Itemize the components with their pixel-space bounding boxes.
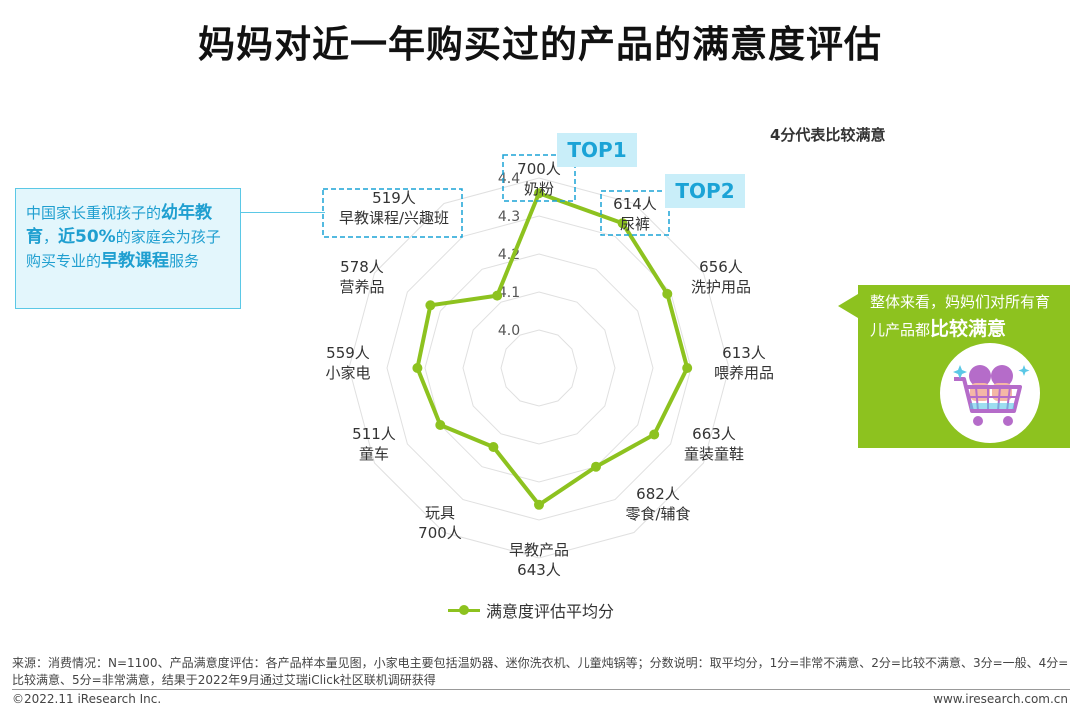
tick-label: 4.3 <box>498 209 520 225</box>
category-name: 童车 <box>359 445 389 463</box>
callout-connector <box>241 212 325 213</box>
highlight-box-top1 <box>502 154 576 202</box>
radar-chart: 4.04.14.24.34.4700人奶粉614人尿裤656人洗护用品613人喂… <box>322 133 774 579</box>
category-count: 559人 <box>326 344 370 362</box>
category-name: 早教产品 <box>509 541 569 559</box>
data-point <box>617 218 628 229</box>
footer-divider <box>12 689 1070 690</box>
category-count: 511人 <box>352 425 396 443</box>
category-count: 682人 <box>636 485 680 503</box>
data-point <box>591 461 601 472</box>
overall-satisfaction-callout: 整体来看，妈妈们对所有育儿产品都比较满意 <box>858 285 1070 448</box>
data-point <box>425 300 436 311</box>
top1-badge-label: TOP1 <box>567 138 626 162</box>
highlight-box-early-education <box>322 188 463 238</box>
copyright: ©2022.11 iResearch Inc. <box>12 692 162 706</box>
category-name: 洗护用品 <box>691 278 751 296</box>
tick-label: 4.0 <box>498 323 520 339</box>
category-name: 小家电 <box>325 364 370 382</box>
data-point <box>662 288 673 299</box>
grid-ring <box>348 177 730 559</box>
top1-badge <box>557 133 637 167</box>
top2-badge-label: TOP2 <box>675 179 734 203</box>
grid-ring <box>462 291 616 445</box>
category-count: 614人 <box>613 195 657 213</box>
scale-note: 4分代表比较满意 <box>770 126 886 144</box>
data-point <box>682 363 693 373</box>
category-count: 643人 <box>517 561 561 579</box>
category-count: 700人 <box>418 524 462 542</box>
category-count: 519人 <box>372 189 416 207</box>
data-point <box>492 290 503 301</box>
data-point <box>412 363 423 373</box>
data-point <box>534 188 544 199</box>
category-name: 童装童鞋 <box>684 445 744 463</box>
category-name: 早教课程/兴趣班 <box>339 209 449 227</box>
source-footnote: 来源：消费情况：N=1100、产品满意度评估：各产品样本量见图，小家电主要包括温… <box>12 656 1069 687</box>
category-count: 663人 <box>692 425 736 443</box>
callout-pointer <box>838 294 858 318</box>
grid-ring <box>424 253 654 483</box>
category-name: 尿裤 <box>620 215 650 233</box>
category-name: 奶粉 <box>524 180 554 198</box>
data-point <box>488 442 499 452</box>
category-name: 玩具 <box>425 504 455 522</box>
page-title: 妈妈对近一年购买过的产品的满意度评估 <box>198 23 882 66</box>
data-point <box>649 429 660 440</box>
category-count: 700人 <box>517 160 561 178</box>
category-name: 零食/辅食 <box>625 505 690 523</box>
top2-badge <box>665 174 745 208</box>
grid-ring <box>500 329 578 407</box>
legend-marker <box>448 603 480 617</box>
data-point <box>435 420 446 430</box>
highlight-box-top2 <box>600 190 670 236</box>
website-url: www.iresearch.com.cn <box>933 692 1068 706</box>
early-education-callout: 中国家长重视孩子的幼年教育，近50%的家庭会为孩子购买专业的早教课程服务 <box>15 188 241 309</box>
data-point <box>534 499 544 510</box>
category-name: 喂养用品 <box>714 364 774 382</box>
category-count: 656人 <box>699 258 743 276</box>
category-name: 营养品 <box>339 278 384 296</box>
category-count: 578人 <box>340 258 384 276</box>
legend-label: 满意度评估平均分 <box>486 602 615 621</box>
series-line <box>415 191 690 507</box>
category-count: 613人 <box>722 344 766 362</box>
chart-legend: 满意度评估平均分 <box>448 598 614 622</box>
tick-label: 4.1 <box>498 285 520 301</box>
shopping-cart-icon <box>940 343 1040 443</box>
